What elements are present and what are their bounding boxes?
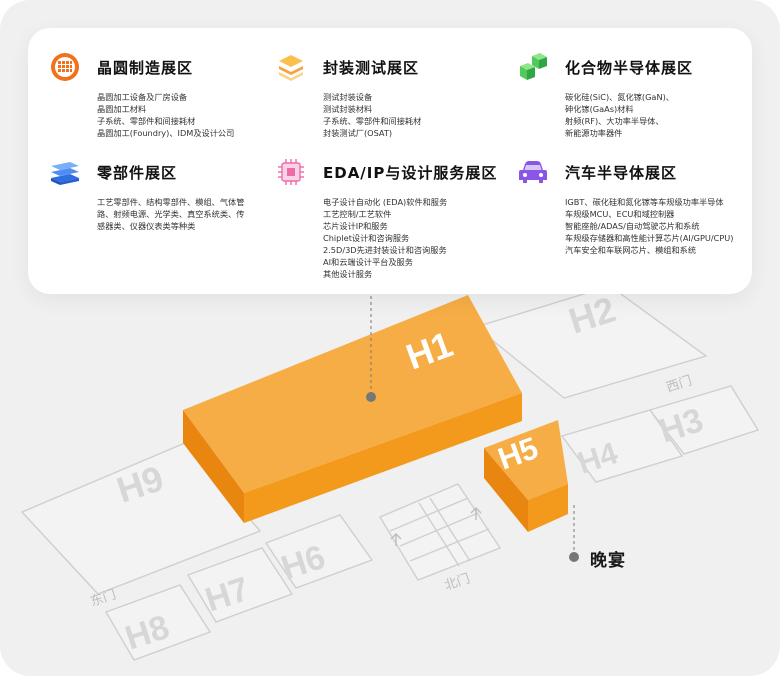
zone-item: 车规级存储器和高性能计算芯片(AI/GPU/CPU) xyxy=(565,233,734,243)
zone-item: 车规级MCU、ECU和域控制器 xyxy=(565,209,675,219)
zone-title: 汽车半导体展区 xyxy=(565,163,678,182)
zone-item: 汽车安全和车联网芯片、模组和系统 xyxy=(565,245,697,255)
zone-title: EDA/IP与设计服务展区 xyxy=(323,163,498,182)
zone-item: IGBT、碳化硅和氮化镓等车规级功率半导体 xyxy=(565,197,724,207)
zone-title: 零部件展区 xyxy=(97,163,178,182)
gate-north-label: 北门 xyxy=(443,571,472,593)
entrance-arrow-icon xyxy=(390,533,402,546)
zone-title: 晶圆制造展区 xyxy=(97,58,194,77)
exhibition-zones-card: 晶圆制造展区 晶圆加工设备及厂房设备 晶圆加工材料 子系统、零部件和间接耗材 晶… xyxy=(28,28,752,294)
zone-item: Chiplet设计和咨询服务 xyxy=(323,233,410,243)
zone-item: 碳化硅(SiC)、氮化镓(GaN)、 xyxy=(565,92,674,102)
zone-item: 晶圆加工材料 xyxy=(97,104,147,114)
zone-item-list: 工艺零部件、结构零部件、模组、气体管 路、射频电源、光学类、真空系统类、传 感器… xyxy=(97,196,244,232)
compound-cubes-icon xyxy=(518,52,548,82)
zone-item: 其他设计服务 xyxy=(323,269,373,279)
zone-item: 晶圆加工(Foundry)、IDM及设计公司 xyxy=(97,128,235,138)
zone-title: 化合物半导体展区 xyxy=(565,58,694,77)
hall-h4-outline[interactable] xyxy=(560,409,684,483)
zone-packaging-testing[interactable]: 封装测试展区 测试封装设备 测试封装材料 子系统、零部件和间接耗材 封装测试厂(… xyxy=(276,52,421,139)
hall-h9-outline[interactable] xyxy=(20,442,262,595)
car-icon xyxy=(518,157,548,187)
hall-h1-block[interactable]: H1 xyxy=(183,295,522,523)
hall-h7-outline[interactable] xyxy=(186,547,294,623)
hall-h1-pin xyxy=(366,392,376,402)
dinner-pin xyxy=(569,552,579,562)
zone-item: 测试封装设备 xyxy=(323,92,373,102)
zone-item: 电子设计自动化 (EDA)软件和服务 xyxy=(323,197,448,207)
zone-wafer-manufacturing[interactable]: 晶圆制造展区 晶圆加工设备及厂房设备 晶圆加工材料 子系统、零部件和间接耗材 晶… xyxy=(50,52,234,139)
zone-eda-ip-design[interactable]: EDA/IP与设计服务展区 电子设计自动化 (EDA)软件和服务 工艺控制/工艺… xyxy=(276,157,497,280)
zone-item: 测试封装材料 xyxy=(323,104,373,114)
zone-item: 工艺控制/工艺软件 xyxy=(323,209,392,219)
hall-h5-block[interactable]: H5 xyxy=(484,420,568,532)
zone-item: 路、射频电源、光学类、真空系统类、传 xyxy=(97,209,245,219)
zone-item: 封装测试厂(OSAT) xyxy=(323,128,393,138)
zone-automotive-semiconductor[interactable]: 汽车半导体展区 IGBT、碳化硅和氮化镓等车规级功率半导体 车规级MCU、ECU… xyxy=(518,157,733,256)
wafer-icon xyxy=(50,52,80,82)
stacked-parts-icon xyxy=(50,157,80,187)
zone-item: 子系统、零部件和间接耗材 xyxy=(97,116,196,126)
hall-h3-outline[interactable] xyxy=(648,385,760,455)
zone-item: 砷化镓(GaAs)材料 xyxy=(565,104,634,114)
zone-item: 晶圆加工设备及厂房设备 xyxy=(97,92,188,102)
gate-east-label: 东门 xyxy=(89,587,118,609)
zone-item-list: 测试封装设备 测试封装材料 子系统、零部件和间接耗材 封装测试厂(OSAT) xyxy=(323,91,421,139)
zone-item: 2.5D/3D先进封装设计和咨询服务 xyxy=(323,245,447,255)
zone-item: 感器类、仪器仪表类等种类 xyxy=(97,221,196,231)
zone-item-list: 碳化硅(SiC)、氮化镓(GaN)、 砷化镓(GaAs)材料 射频(RF)、大功… xyxy=(565,91,693,139)
gate-west-label: 西门 xyxy=(665,373,694,395)
zone-item-list: 电子设计自动化 (EDA)软件和服务 工艺控制/工艺软件 芯片设计IP和服务 C… xyxy=(323,196,497,280)
entrance-arrow-icon xyxy=(470,507,482,520)
zone-compound-semiconductor[interactable]: 化合物半导体展区 碳化硅(SiC)、氮化镓(GaN)、 砷化镓(GaAs)材料 … xyxy=(518,52,693,139)
hall-h8-outline[interactable] xyxy=(104,584,212,661)
zone-item: 子系统、零部件和间接耗材 xyxy=(323,116,422,126)
zone-item: 射频(RF)、大功率半导体、 xyxy=(565,116,664,126)
zone-item: AI和云端设计平台及服务 xyxy=(323,257,413,267)
hall-h6-outline[interactable] xyxy=(264,514,374,589)
dinner-label: 晚宴 xyxy=(590,551,626,571)
zone-item: 新能源功率器件 xyxy=(565,128,623,138)
zone-title: 封装测试展区 xyxy=(323,58,420,77)
zone-item-list: 晶圆加工设备及厂房设备 晶圆加工材料 子系统、零部件和间接耗材 晶圆加工(Fou… xyxy=(97,91,234,139)
chip-icon xyxy=(276,157,306,187)
zone-item: 智能座舱/ADAS/自动驾驶芯片和系统 xyxy=(565,221,700,231)
hall-h2-outline[interactable] xyxy=(474,285,708,399)
north-hall-block[interactable] xyxy=(378,483,502,581)
zone-components[interactable]: 零部件展区 工艺零部件、结构零部件、模组、气体管 路、射频电源、光学类、真空系统… xyxy=(50,157,244,232)
zone-item-list: IGBT、碳化硅和氮化镓等车规级功率半导体 车规级MCU、ECU和域控制器 智能… xyxy=(565,196,733,256)
zone-item: 芯片设计IP和服务 xyxy=(323,221,388,231)
layers-package-icon xyxy=(276,52,306,82)
zone-item: 工艺零部件、结构零部件、模组、气体管 xyxy=(97,197,245,207)
